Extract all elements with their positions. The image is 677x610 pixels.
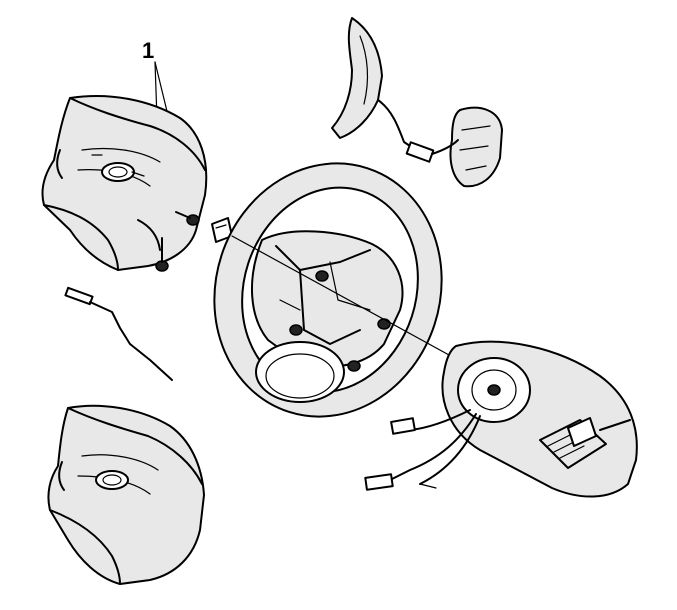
horn-lead-wire (64, 286, 173, 381)
cruise-control-switch (331, 17, 503, 188)
air-bag-module-lower (47, 404, 205, 585)
callout-label-1: 1 (142, 38, 155, 63)
retaining-bolt-lower (155, 237, 169, 272)
steering-wheel (213, 162, 481, 418)
air-bag-module-upper (41, 95, 208, 271)
steering-column-assembly (364, 340, 638, 498)
retaining-bolt-upper (175, 211, 200, 226)
